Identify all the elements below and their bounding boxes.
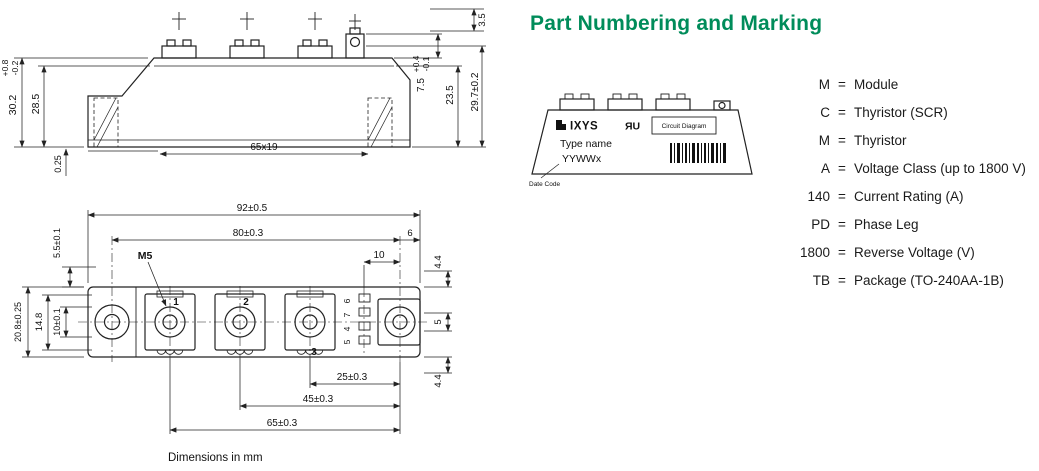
legend-desc: Module <box>854 77 899 92</box>
legend-equals-sign: = <box>838 133 846 148</box>
legend-row: A = Voltage Class (up to 1800 V) <box>782 160 1026 178</box>
legend-desc: Current Rating (A) <box>854 189 964 204</box>
terminal-centerline-marks <box>172 12 361 30</box>
legend-equals-sign: = <box>838 105 846 120</box>
legend-equals-sign: = <box>838 273 846 288</box>
dim-29-7: 29.7±0.2 <box>470 72 481 111</box>
legend-desc: Thyristor (SCR) <box>854 105 948 120</box>
chain-dim-3: 5 <box>342 339 352 344</box>
legend-row: C = Thyristor (SCR) <box>782 104 1026 122</box>
module-marking-illustration: IXYS ЯU Circuit Diagram Type name YYWWx … <box>529 93 753 188</box>
side-view-outline <box>87 12 411 148</box>
terminal-3-label: 3 <box>311 347 317 358</box>
chain-dim-2: 4 <box>342 326 352 331</box>
legend-desc: Reverse Voltage (V) <box>854 245 975 260</box>
legend-row: 140 = Current Rating (A) <box>782 188 1026 206</box>
circuit-diagram-box <box>651 116 717 135</box>
terminal-1-label: 1 <box>173 297 179 308</box>
legend-code: 1800 <box>799 245 830 260</box>
auxiliary-pins <box>358 293 371 345</box>
dim-65: 65±0.3 <box>267 418 298 429</box>
legend-desc: Phase Leg <box>854 217 919 232</box>
dim-5-right: 5 <box>433 319 444 324</box>
top-view-labels: 92±0.5 80±0.3 6 10 M5 5.5±0.1 20.8±0.25 … <box>13 203 444 429</box>
dim-4-4-bottom: 4.4 <box>433 374 444 387</box>
dim-30-2-tol-plus: +0.8 <box>0 59 10 76</box>
circuit-diagram-label: Circuit Diagram <box>662 123 707 130</box>
dim-14-8: 14.8 <box>34 313 45 332</box>
legend-equals-sign: = <box>838 217 846 232</box>
legend-equals-sign: = <box>838 77 846 92</box>
dim-23-5: 23.5 <box>445 85 456 105</box>
dim-0-25: 0.25 <box>53 155 63 173</box>
legend-code: PD <box>811 217 830 232</box>
legend-row: 1800 = Reverse Voltage (V) <box>782 244 1026 262</box>
legend-row: M = Module <box>782 76 1026 94</box>
dimension-drawing: +0.8 -0.2 30.2 28.5 0.25 65x19 3.5 +0.4 … <box>0 8 488 464</box>
centerlines <box>78 236 430 362</box>
legend-equals-sign: = <box>838 189 846 204</box>
dim-80: 80±0.3 <box>233 228 264 239</box>
legend-code: TB <box>812 273 830 288</box>
hidden-mounting-holes <box>93 97 393 148</box>
dim-4-4-top: 4.4 <box>433 255 444 268</box>
dim-25: 25±0.3 <box>337 372 368 383</box>
terminal-2-label: 2 <box>243 297 249 308</box>
top-view-outline <box>78 236 430 362</box>
dim-65x19: 65x19 <box>250 142 278 153</box>
dim-10: 10 <box>373 250 385 261</box>
dim-7-5: 7.5 <box>416 78 427 92</box>
dim-30-2-tol-minus: -0.2 <box>10 60 20 75</box>
dim-28-5: 28.5 <box>30 94 42 115</box>
legend-desc: Package (TO-240AA-1B) <box>854 273 1004 288</box>
side-view-dimension-lines <box>14 8 486 176</box>
legend-code: M <box>818 77 830 92</box>
legend-equals-sign: = <box>838 245 846 260</box>
dim-92: 92±0.5 <box>237 203 268 214</box>
date-code-value: YYWWx <box>562 153 602 165</box>
dim-10-tol: 10±0.1 <box>52 308 62 335</box>
type-name-label: Type name <box>560 138 612 150</box>
legend-row: PD = Phase Leg <box>782 216 1026 234</box>
dim-7-5-tol-plus: +0.4 <box>411 55 421 72</box>
side-view-labels: +0.8 -0.2 30.2 28.5 0.25 65x19 3.5 +0.4 … <box>0 13 488 172</box>
dim-20-8: 20.8±0.25 <box>13 302 23 342</box>
dim-6: 6 <box>407 228 412 239</box>
chain-dim-1: 7 <box>342 312 352 317</box>
legend-code: M <box>818 133 830 148</box>
barcode-icon <box>670 143 726 163</box>
date-code-label: Date Code <box>529 181 560 188</box>
legend-code: A <box>820 161 830 176</box>
part-number-legend: M = Module C = Thyristor (SCR) M = Thyri… <box>782 76 1026 290</box>
drawing-note: Dimensions in mm <box>168 452 263 464</box>
legend-row: TB = Package (TO-240AA-1B) <box>782 272 1026 290</box>
legend-equals-sign: = <box>838 161 846 176</box>
dim-3-5: 3.5 <box>477 13 488 26</box>
top-view-dimension-lines <box>22 210 452 434</box>
legend-code: 140 <box>807 189 830 204</box>
page-title: Part Numbering and Marking <box>530 12 823 35</box>
brand-text: IXYS <box>570 121 598 133</box>
legend-row: M = Thyristor <box>782 132 1026 150</box>
part-numbering-section: Part Numbering and Marking IXYS ЯU <box>520 0 1039 471</box>
legend-code: C <box>820 105 830 120</box>
ul-recognized-icon: ЯU <box>625 121 640 133</box>
chain-dim-0: 6 <box>342 298 352 303</box>
dim-7-5-tol-minus: -0.1 <box>421 56 431 71</box>
date-code-leader <box>540 163 560 179</box>
thread-label-m5: M5 <box>138 250 153 262</box>
dim-5-5: 5.5±0.1 <box>52 228 62 258</box>
dim-45: 45±0.3 <box>303 394 334 405</box>
legend-desc: Voltage Class (up to 1800 V) <box>854 161 1026 176</box>
ixys-logo-icon <box>556 120 566 130</box>
legend-desc: Thyristor <box>854 133 907 148</box>
dim-30-2: 30.2 <box>7 95 19 116</box>
